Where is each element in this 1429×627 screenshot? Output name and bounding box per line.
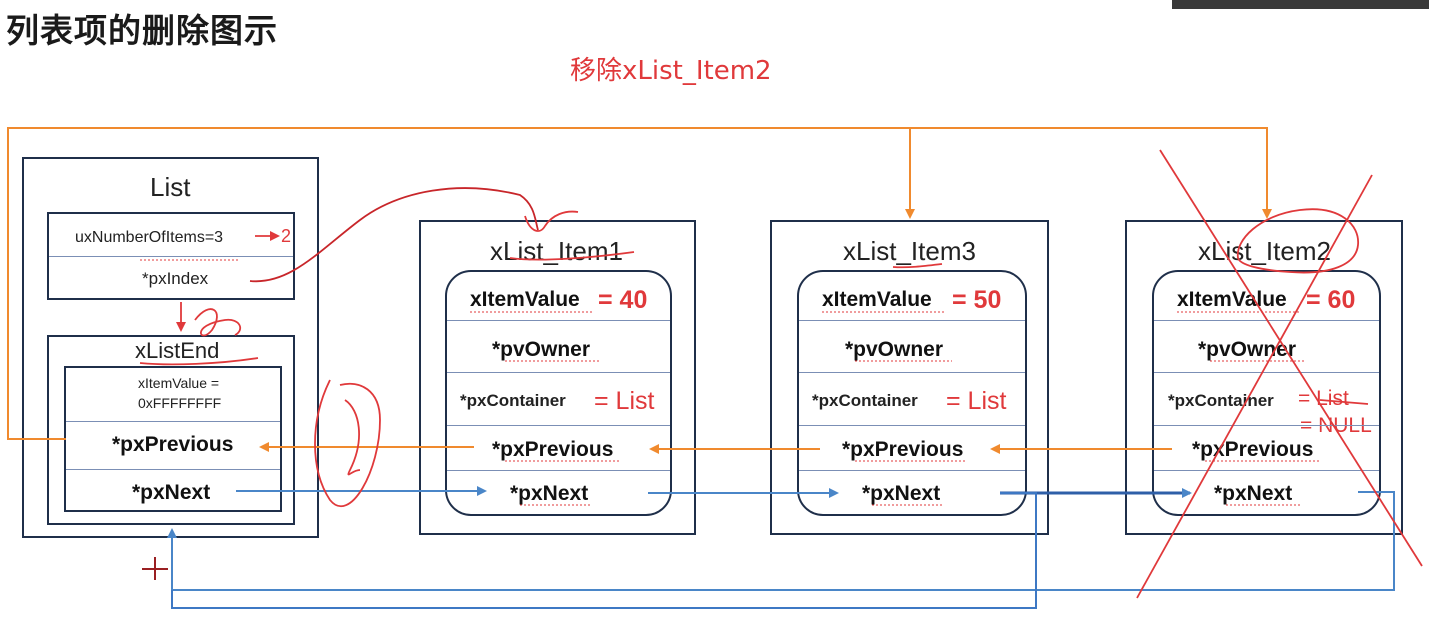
item1-container-label: *pxContainer — [460, 391, 566, 410]
index-pointer-curve — [249, 187, 539, 283]
item3-divider-2 — [799, 372, 1025, 373]
end-previous-loop — [7, 127, 1272, 440]
item2-header-circle — [1237, 208, 1359, 274]
list-end-previous: *pxPrevious — [112, 433, 234, 456]
item1-container: = List — [594, 387, 655, 415]
list-end-box — [47, 335, 295, 525]
item3-header-underline — [892, 263, 943, 269]
page-title: 列表项的删除图示 — [6, 11, 278, 50]
next-arrows — [167, 486, 1395, 609]
list-end-next: *pxNext — [132, 481, 211, 504]
item1-box — [419, 220, 696, 535]
item2-header: xList_Item2 — [1198, 236, 1331, 266]
item3-box — [770, 220, 1049, 535]
item2-next-loop — [167, 491, 1395, 591]
item1-next: *pxNext — [510, 482, 589, 505]
item1-value-label: xItemValue — [470, 288, 580, 311]
item1-header: xList_Item1 — [490, 236, 623, 266]
item2-cross-a — [1159, 149, 1423, 567]
end-header-underline — [139, 357, 259, 366]
item2-value: = 60 — [1306, 286, 1356, 314]
list-fields-divider — [49, 256, 293, 257]
item1-divider-3 — [447, 425, 670, 426]
item2-value-label: xItemValue — [1177, 288, 1287, 311]
item1-owner: *pvOwner — [492, 338, 591, 361]
item2-divider-4 — [1154, 470, 1379, 471]
item3-header: xList_Item3 — [843, 236, 976, 266]
item2-rounded-box — [1152, 270, 1381, 516]
item1-divider-4 — [447, 470, 670, 471]
item2-container-strike — [1319, 399, 1369, 405]
item3-container-label: *pxContainer — [812, 391, 918, 410]
item1-divider-2 — [447, 372, 670, 373]
item1-header-scribble — [524, 210, 579, 232]
item3-owner: *pvOwner — [845, 338, 944, 361]
item3-rounded-box — [797, 270, 1027, 516]
spell-underlines — [140, 259, 1320, 506]
list-count-new: 2 — [281, 226, 292, 246]
list-end-divider-2 — [66, 469, 280, 470]
list-end-value-line2: 0xFFFFFFFF — [138, 395, 222, 411]
item2-container: = List — [1298, 387, 1349, 410]
item2-cross-b — [1136, 174, 1373, 599]
red-annotations — [139, 149, 1423, 599]
item2-divider-3 — [1154, 425, 1379, 426]
item1-previous: *pxPrevious — [492, 438, 614, 461]
list-fields-box — [47, 212, 295, 300]
item3-divider-1 — [799, 320, 1025, 321]
item2-divider-2 — [1154, 372, 1379, 373]
list-end-divider-1 — [66, 421, 280, 422]
item3-divider-3 — [799, 425, 1025, 426]
item1-value: = 40 — [598, 286, 648, 314]
item1-divider-1 — [447, 320, 670, 321]
end-loop-scribble — [314, 379, 381, 508]
list-count-label: uxNumberOfItems=3 — [75, 229, 224, 246]
list-index-label: *pxIndex — [142, 269, 209, 288]
list-end-header: xListEnd — [135, 338, 220, 363]
item3-divider-4 — [799, 470, 1025, 471]
item2-container-label: *pxContainer — [1168, 391, 1274, 410]
item3-next-new-loop — [171, 492, 1037, 609]
previous-arrows — [7, 127, 1272, 454]
index-scribble — [194, 308, 242, 337]
item3-container: = List — [946, 387, 1007, 415]
list-end-value-line1: xItemValue = — [138, 375, 220, 391]
item1-rounded-box — [445, 270, 672, 516]
item3-value-label: xItemValue — [822, 288, 932, 311]
item3-value: = 50 — [952, 286, 1002, 314]
list-header: List — [150, 172, 191, 202]
item3-previous: *pxPrevious — [842, 438, 964, 461]
diagram-subtitle: 移除xList_Item2 — [570, 56, 772, 86]
item1-header-underline — [509, 251, 635, 261]
item2-next: *pxNext — [1214, 482, 1293, 505]
item3-next: *pxNext — [862, 482, 941, 505]
window-top-bar — [1172, 0, 1429, 9]
